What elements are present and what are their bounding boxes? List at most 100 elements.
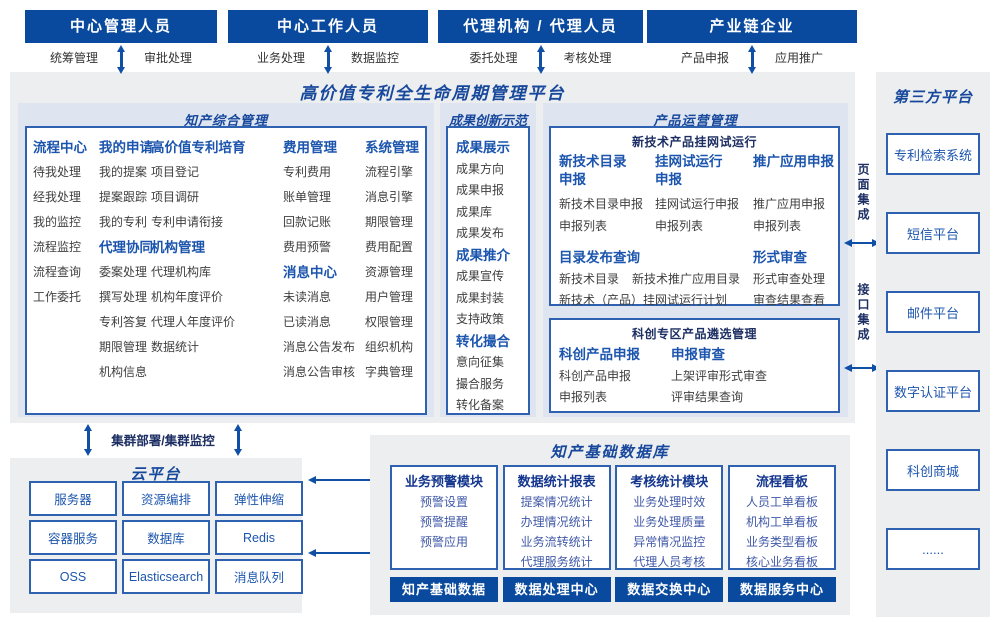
module-item: 代理服务统计	[520, 555, 593, 569]
cloud-service-item: 容器服务	[29, 520, 117, 555]
trial-run-box: 新技术产品挂网试运行 新技术目录申报 新技术目录申报申报列表 挂网试运行申报 挂…	[549, 126, 840, 307]
menu-item: 经我处理	[33, 190, 82, 204]
menu-item: 消息公告审核	[283, 365, 356, 379]
double-arrow-icon	[116, 45, 126, 74]
menu-item: 用户管理	[365, 290, 414, 304]
actor-title: 中心管理人员	[25, 10, 217, 43]
data-center-bar: 数据交换中心	[615, 577, 724, 602]
section-title: 知产基础数据库	[550, 444, 670, 461]
menu-item: 代理机构库	[151, 265, 212, 279]
module-item: 异常情况监控	[633, 535, 706, 549]
menu-column: 申报审查 上架评审形式审查评审结果查询	[671, 344, 831, 408]
menu-column: 挂网试运行申报 挂网试运行申报申报列表	[655, 153, 751, 237]
menu-item: 已读消息	[283, 315, 332, 329]
menu-item: 申报列表	[753, 219, 802, 233]
actor-title: 中心工作人员	[228, 10, 428, 43]
double-arrow-icon	[536, 45, 546, 74]
actor-group-center-managers: 中心管理人员 统筹管理 审批处理	[25, 0, 217, 80]
subsection-title: 科创专区产品遴选管理	[631, 327, 757, 341]
cloud-service-item: Elasticsearch	[122, 559, 210, 594]
menu-item: 审查结果查看	[753, 293, 826, 307]
data-modules-row: 业务预警模块 预警设置预警提醒预警应用 数据统计报表 提案情况统计办理情况统计业…	[390, 465, 836, 570]
cloud-service-item: OSS	[29, 559, 117, 594]
actor-role: 产品申报	[680, 51, 729, 65]
section-title: 成果创新示范	[448, 113, 527, 128]
third-party-item: 科创商城	[886, 449, 980, 491]
cloud-service-item: Redis	[215, 520, 303, 555]
menu-item: 期限管理	[365, 215, 414, 229]
page-integration-label: 页面集成	[856, 163, 870, 223]
menu-item: 新技术（产品）挂网试运行计划	[559, 293, 728, 307]
double-arrow-icon	[233, 424, 243, 456]
cluster-label: 集群部署/集群监控	[111, 434, 215, 448]
menu-item: 科创产品申报	[559, 369, 632, 383]
module-box: 考核统计模块 业务处理时效业务处理质量异常情况监控代理人员考核	[615, 465, 724, 570]
menu-item: 字典管理	[365, 365, 414, 379]
catalog-query-group: 目录发布查询 新技术目录 新技术推广应用目录 新技术（产品）挂网试运行计划	[559, 247, 751, 311]
menu-item: 成果宣传	[456, 269, 505, 283]
selection-box: 科创专区产品遴选管理 科创产品申报 科创产品申报申报列表 申报审查 上架评审形式…	[549, 318, 840, 413]
menu-column: 新技术目录申报 新技术目录申报申报列表	[559, 153, 651, 237]
menu-item: 回款记账	[283, 215, 332, 229]
platform-container: 高价值专利全生命周期管理平台 知产综合管理 流程中心 待我处理经我处理我的监控流…	[10, 72, 855, 423]
double-arrow-icon	[83, 424, 93, 456]
section-data-platform: 知产基础数据库 业务预警模块 预警设置预警提醒预警应用 数据统计报表 提案情况统…	[370, 435, 850, 615]
module-item: 预警设置	[419, 495, 468, 509]
menu-item: 机构年度评价	[151, 290, 224, 304]
group-header: 目录发布查询	[559, 250, 640, 265]
menu-item: 形式审查处理	[753, 272, 826, 286]
menu-item: 数据统计	[151, 340, 200, 354]
actor-role: 数据监控	[351, 51, 400, 65]
menu-item: 流程引擎	[365, 165, 414, 179]
menu-item: 新技术推广应用目录	[632, 272, 741, 286]
menu-item: 我的专利	[99, 215, 148, 229]
third-party-item: ......	[886, 528, 980, 570]
menu-column: 科创产品申报 科创产品申报申报列表	[559, 344, 669, 408]
group-header: 流程中心	[33, 140, 87, 155]
module-box: 数据统计报表 提案情况统计办理情况统计业务流转统计代理服务统计	[502, 465, 611, 570]
menu-item: 评审结果查询	[671, 390, 744, 404]
section-third-party: 第三方平台 专利检索系统短信平台邮件平台数字认证平台科创商城......	[876, 72, 990, 617]
menu-item: 推广应用申报	[753, 197, 826, 211]
module-item: 业务流转统计	[520, 535, 593, 549]
menu-column: 费用管理 专利费用账单管理回款记账费用预警 消息中心 未读消息已读消息消息公告发…	[283, 135, 355, 385]
menu-item: 我的监控	[33, 215, 82, 229]
menu-item: 专利答复	[99, 315, 148, 329]
menu-item: 成果方向	[456, 161, 505, 176]
menu-item: 账单管理	[283, 190, 332, 204]
data-center-bar: 数据服务中心	[727, 577, 836, 602]
group-header: 形式审查	[753, 250, 807, 265]
api-integration-label: 接口集成	[856, 283, 870, 343]
menu-item: 成果封装	[456, 290, 505, 305]
module-item: 预警应用	[419, 535, 468, 549]
menu-column: 我的申请 我的提案提案跟踪我的专利 代理协同 委案处理撰写处理专利答复期限管理机…	[99, 135, 153, 385]
formal-review-group: 形式审查 形式审查处理审查结果查看	[753, 247, 838, 311]
module-item: 办理情况统计	[520, 515, 593, 529]
menu-item: 撰写处理	[99, 290, 148, 304]
menu-item: 费用配置	[365, 240, 414, 254]
menu-item: 流程监控	[33, 240, 82, 254]
cloud-service-item: 服务器	[29, 481, 117, 516]
section-product-ops: 产品运营管理 新技术产品挂网试运行 新技术目录申报 新技术目录申报申报列表 挂网…	[543, 103, 848, 417]
group-header: 挂网试运行申报	[655, 154, 723, 187]
platform-title: 高价值专利全生命周期管理平台	[299, 84, 566, 103]
actor-group-agencies: 代理机构 / 代理人员 委托处理 考核处理	[438, 0, 643, 80]
cloud-service-item: 消息队列	[215, 559, 303, 594]
menu-item: 意向征集	[456, 355, 505, 369]
actor-group-center-staff: 中心工作人员 业务处理 数据监控	[228, 0, 428, 80]
menu-item: 申报列表	[559, 219, 608, 233]
section-title: 云平台	[130, 466, 182, 483]
menu-item: 未读消息	[283, 290, 332, 304]
module-header: 业务预警模块	[404, 474, 483, 489]
third-party-item: 邮件平台	[886, 291, 980, 333]
section-title: 产品运营管理	[653, 113, 738, 128]
menu-item: 代理人年度评价	[151, 315, 236, 329]
group-header: 科创产品申报	[559, 347, 640, 362]
group-header: 高价值专利培育	[151, 140, 246, 155]
module-item: 核心业务看板	[745, 555, 818, 569]
menu-column: 高价值专利培育 项目登记项目调研专利申请衔接 机构管理 代理机构库机构年度评价代…	[151, 135, 246, 360]
group-header: 成果推介	[456, 247, 510, 263]
menu-item: 费用预警	[283, 240, 332, 254]
